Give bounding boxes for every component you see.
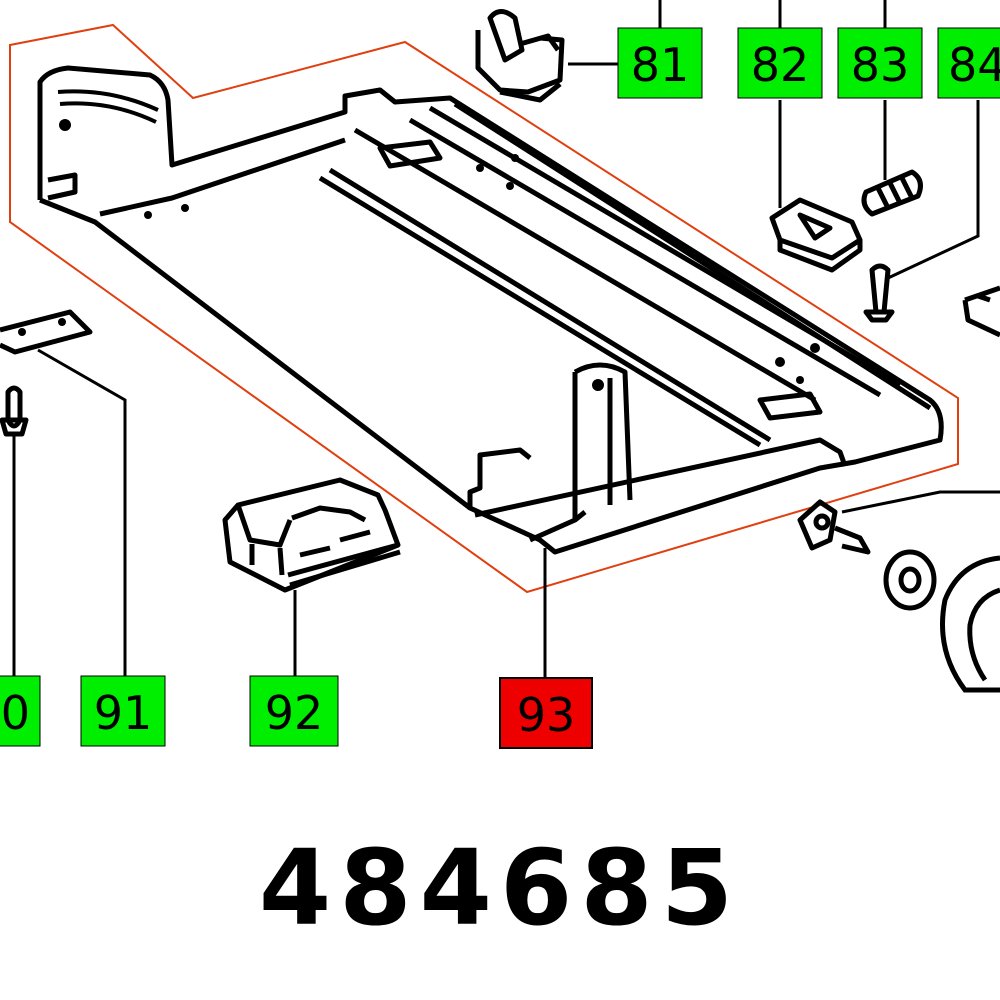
- callout-91[interactable]: 91: [80, 675, 166, 747]
- callout-93-label: 93: [517, 688, 576, 742]
- callout-93[interactable]: 93: [499, 677, 593, 749]
- callout-83-box: [837, 27, 923, 99]
- callout-92[interactable]: 92: [249, 675, 339, 747]
- callout-90[interactable]: 90: [0, 675, 41, 747]
- part-91-holes: [18, 318, 66, 336]
- part-81-clip[interactable]: [475, 9, 565, 103]
- callout-91-label: 91: [94, 686, 153, 740]
- base-plate[interactable]: [37, 65, 944, 555]
- callout-90-box: [0, 675, 41, 747]
- right-edge-part: [962, 285, 1000, 338]
- callout-82-label: 82: [751, 38, 810, 92]
- callout-91-box: [80, 675, 166, 747]
- part-number: 484685: [258, 827, 742, 949]
- callout-83-label: 83: [851, 38, 910, 92]
- part-91-plate[interactable]: [0, 309, 93, 355]
- leader-84: [887, 100, 980, 280]
- callout-84-label: 84: [948, 38, 1000, 92]
- callout-90-label: 90: [0, 686, 30, 740]
- part-92-slider-block[interactable]: [222, 477, 401, 593]
- callout-92-label: 92: [265, 686, 324, 740]
- washer: [883, 549, 937, 611]
- callout-81-label: 81: [631, 38, 690, 92]
- callout-81[interactable]: 81: [617, 27, 703, 99]
- part-90-screw[interactable]: [0, 385, 29, 437]
- callout-92-box: [249, 675, 339, 747]
- highlight-outline: [9, 23, 959, 594]
- callout-81-box: [617, 27, 703, 99]
- knob-screw: [797, 499, 871, 555]
- rotary-knob: [940, 555, 1000, 693]
- callout-82[interactable]: 82: [737, 27, 823, 99]
- part-83-spring[interactable]: [861, 169, 923, 217]
- base-plate-holes: [59, 119, 820, 391]
- leader-91: [37, 348, 127, 676]
- callout-83[interactable]: 83: [837, 27, 923, 99]
- callout-84-box: [937, 27, 1000, 99]
- knob-leader: [841, 490, 1000, 514]
- callout-84[interactable]: 84: [937, 27, 1000, 99]
- callout-82-box: [737, 27, 823, 99]
- callout-93-box: [499, 677, 593, 749]
- part-82-clamp-block[interactable]: [769, 197, 863, 273]
- part-84-screw[interactable]: [863, 263, 895, 323]
